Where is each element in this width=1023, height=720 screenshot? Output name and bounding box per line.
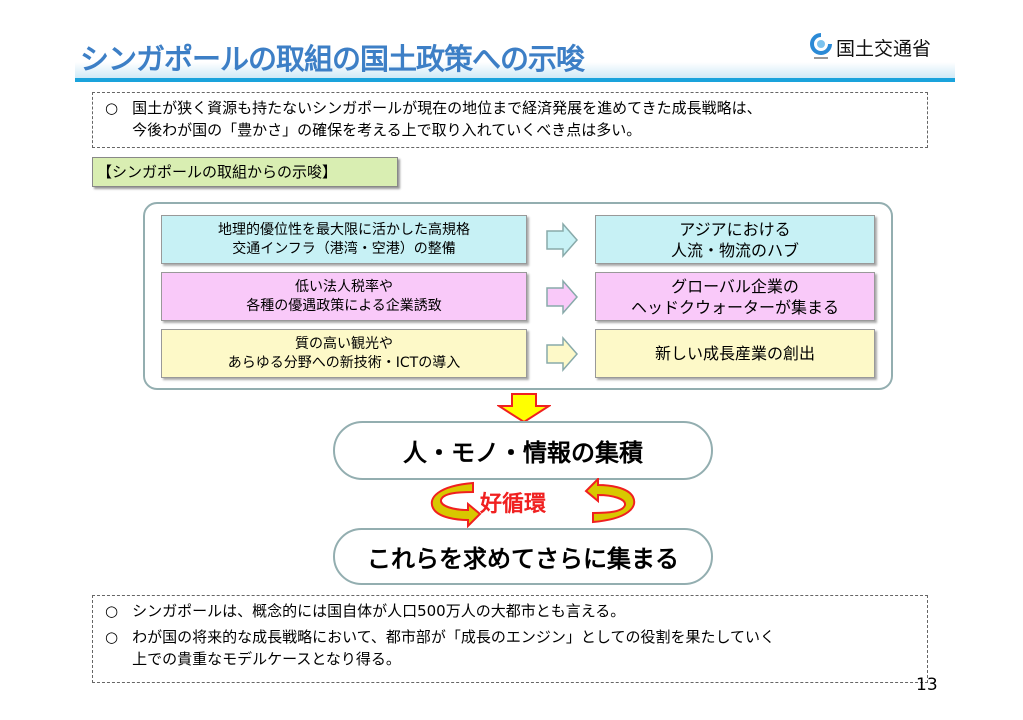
text: 人流・物流のハブ [670, 240, 799, 260]
text: 新しい成長産業の創出 [654, 344, 815, 363]
bullet: ○ [105, 602, 119, 620]
text: 上での貴重なモデルケースとなり得る。 [132, 650, 401, 668]
section-label: 【シンガポールの取組からの示唆】 [92, 157, 398, 187]
arrow-right-icon [546, 222, 578, 258]
accumulation-pill: 人・モノ・情報の集積 [333, 421, 713, 480]
intro-line: 国土が狭く資源も持たないシンガポールが現在の地位まで経済発展を進めてきた成長戦略… [132, 99, 762, 117]
bullet: ○ [105, 99, 119, 117]
outcome-hub: アジアにおける人流・物流のハブ [595, 215, 875, 264]
title-band [75, 62, 955, 78]
cycle-arrows-icon [430, 478, 636, 528]
measure-tourism-ict: 質の高い観光やあらゆる分野への新技術・ICTの導入 [161, 329, 527, 378]
text: わが国の将来的な成長戦略において、都市部が「成長のエンジン」としての役割を果たし… [132, 628, 775, 646]
page-title: シンガポールの取組の国土政策への示唆 [80, 42, 585, 76]
outcome-industry: 新しい成長産業の創出 [595, 329, 875, 378]
text: シンガポールは、概念的には国自体が人口500万人の大都市とも言える。 [132, 602, 626, 620]
page-number: 13 [916, 675, 938, 695]
intro-box: ○ 国土が狭く資源も持たないシンガポールが現在の地位まで経済発展を進めてきた成長… [92, 92, 928, 148]
text: あらゆる分野への新技術・ICTの導入 [227, 354, 461, 371]
text: 交通インフラ（港湾・空港）の整備 [232, 240, 456, 257]
bullet: ○ [105, 628, 119, 646]
conclusion-item: ○ シンガポールは、概念的には国自体が人口500万人の大都市とも言える。 [105, 600, 927, 622]
arrow-right-icon [546, 336, 578, 372]
arrow-down-icon [497, 393, 551, 424]
text: 低い法人税率や [295, 278, 393, 295]
virtuous-cycle-label: 好循環 [480, 492, 547, 517]
text: ヘッドクウォーターが集まる [630, 297, 839, 317]
conclusion-item: ○ わが国の将来的な成長戦略において、都市部が「成長のエンジン」としての役割を果た… [105, 626, 927, 670]
arrow-right-icon [546, 279, 578, 315]
measure-tax: 低い法人税率や各種の優遇政策による企業誘致 [161, 272, 527, 321]
text: アジアにおける [679, 219, 791, 239]
ministry-name: 国土交通省 [836, 37, 932, 60]
conclusion-box: ○ シンガポールは、概念的には国自体が人口500万人の大都市とも言える。 ○ わが国… [92, 595, 928, 683]
text: 質の高い観光や [295, 335, 393, 352]
title-rule [75, 78, 955, 82]
mlit-logo-icon [810, 33, 832, 59]
measures-panel [143, 202, 893, 390]
measure-infrastructure: 地理的優位性を最大限に活かした高規格交通インフラ（港湾・空港）の整備 [161, 215, 527, 264]
outcome-hq: グローバル企業のヘッドクウォーターが集まる [595, 272, 875, 321]
gather-pill: これらを求めてさらに集まる [333, 528, 713, 585]
ministry-logo: 国土交通省 [810, 32, 931, 62]
intro-line: 今後わが国の「豊かさ」の確保を考える上で取り入れていくべき点は多い。 [132, 121, 642, 139]
text: 地理的優位性を最大限に活かした高規格 [218, 221, 470, 238]
text: 各種の優遇政策による企業誘致 [246, 297, 442, 314]
text: グローバル企業の [671, 276, 799, 296]
